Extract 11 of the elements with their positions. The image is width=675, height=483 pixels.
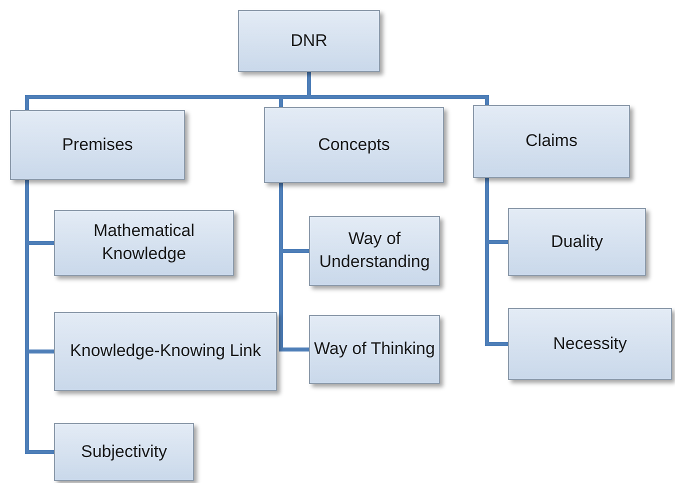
concept-box: Necessity [508, 308, 672, 380]
concept-box: Premises [10, 110, 185, 180]
concept-box: Subjectivity [54, 423, 194, 481]
concept-box: DNR [238, 10, 380, 72]
concept-box: Way of Understanding [309, 216, 440, 286]
concept-box: Mathematical Knowledge [54, 210, 234, 276]
concept-box: Way of Thinking [309, 315, 440, 384]
concept-box: Duality [508, 208, 646, 276]
concept-box: Claims [473, 105, 630, 178]
concept-box: Knowledge-Knowing Link [54, 312, 277, 391]
concept-box: Concepts [264, 107, 444, 183]
